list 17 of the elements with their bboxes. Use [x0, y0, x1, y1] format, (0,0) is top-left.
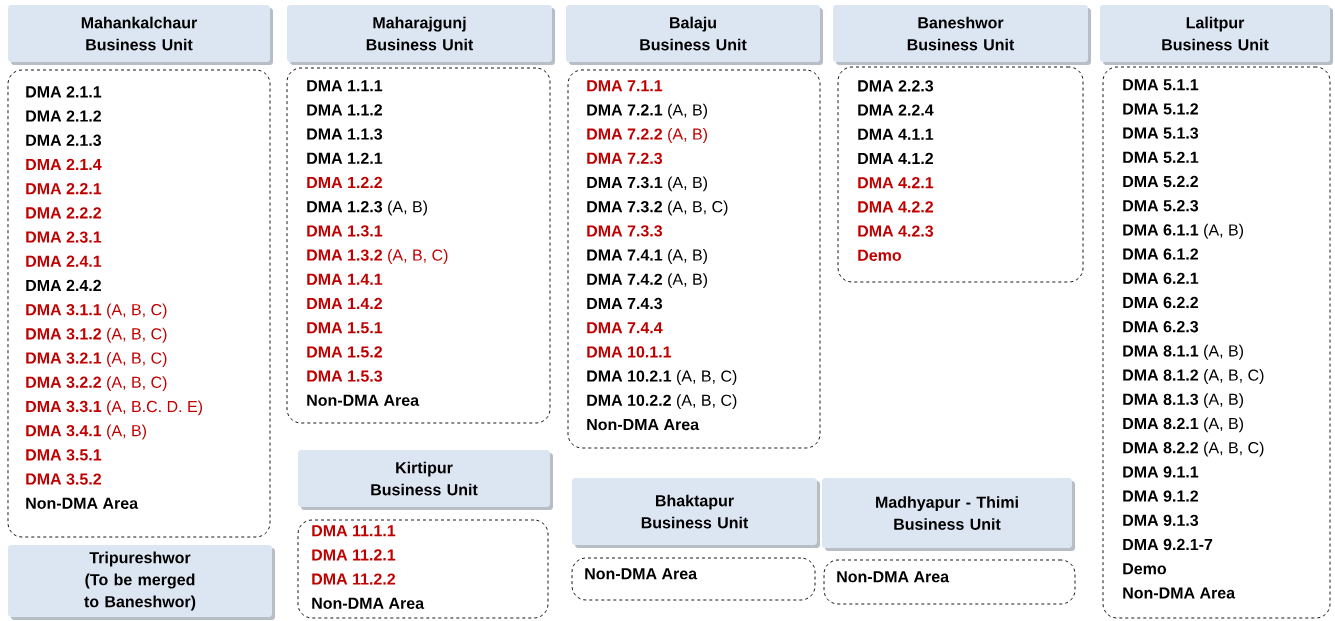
header-box: Mahankalchaur Business Unit: [8, 5, 273, 65]
header-box: Maharajgunj Business Unit: [287, 5, 555, 65]
header-box: Bhaktapur Business Unit: [572, 478, 820, 548]
header-box: Kirtipur Business Unit: [298, 450, 553, 510]
list-box: DMA 11.1.1 DMA 11.2.1 DMA 11.2.2 Non-DMA Area: [297, 519, 549, 619]
header-box: Tripureshwor (To be merged to Baneshwor): [8, 545, 275, 620]
header-box: Balaju Business Unit: [566, 5, 823, 65]
list-box: Non-DMA Area: [823, 559, 1076, 605]
list-box: DMA 2.2.3 DMA 2.2.4 DMA 4.1.1 DMA 4.1.2 DMA 4.2.1 DMA 4.2.2 DMA 4.2.3 Demo: [837, 66, 1084, 283]
header-box: Baneshwor Business Unit: [833, 5, 1091, 65]
list-box: DMA 1.1.1 DMA 1.1.2 DMA 1.1.3 DMA 1.2.1 DMA 1.2.2 DMA 1.2.3 (A, B) DMA 1.3.1 DMA 1.3.2 (A, B, C) DMA 1.4.1 DMA 1.4.2 DMA 1.5.1 DMA 1.5.2 DMA 1.5.3 Non-DMA Area: [286, 67, 551, 424]
list-box: DMA 5.1.1 DMA 5.1.2 DMA 5.1.3 DMA 5.2.1 DMA 5.2.2 DMA 5.2.3 DMA 6.1.1 (A, B) DMA 6.1.2 DMA 6.2.1 DMA 6.2.2 DMA 6.2.3 DMA 8.1.1 (A, B) DMA 8.1.2 (A, B, C) DMA 8.1.3 (A, B) DMA 8.2.1 (A, B) DMA 8.2.2 (A, B, C) DMA 9.1.1 DMA 9.1.2 DMA 9.1.3 DMA 9.2.1-7 Demo Non-DMA Area: [1102, 66, 1331, 619]
list-box: DMA 2.1.1 DMA 2.1.2 DMA 2.1.3 DMA 2.1.4 DMA 2.2.1 DMA 2.2.2 DMA 2.3.1 DMA 2.4.1 DMA 2.4.2 DMA 3.1.1 (A, B, C) DMA 3.1.2 (A, B, C) DMA 3.2.1 (A, B, C) DMA 3.2.2 (A, B, C) DMA 3.3.1 (A, B.C. D. E) DMA 3.4.1 (A, B) DMA 3.5.1 DMA 3.5.2 Non-DMA Area: [7, 69, 271, 538]
header-box: Madhyapur - Thimi Business Unit: [822, 478, 1075, 551]
list-box: Non-DMA Area: [571, 557, 816, 601]
header-box: Lalitpur Business Unit: [1100, 5, 1333, 65]
list-box: DMA 7.1.1 DMA 7.2.1 (A, B) DMA 7.2.2 (A, B) DMA 7.2.3 DMA 7.3.1 (A, B) DMA 7.3.2 (A, B, C) DMA 7.3.3 DMA 7.4.1 (A, B) DMA 7.4.2 (A, B) DMA 7.4.3 DMA 7.4.4 DMA 10.1.1 DMA 10.2.1 (A, B, C) DMA 10.2.2 (A, B, C) Non-DMA Area: [567, 69, 821, 449]
